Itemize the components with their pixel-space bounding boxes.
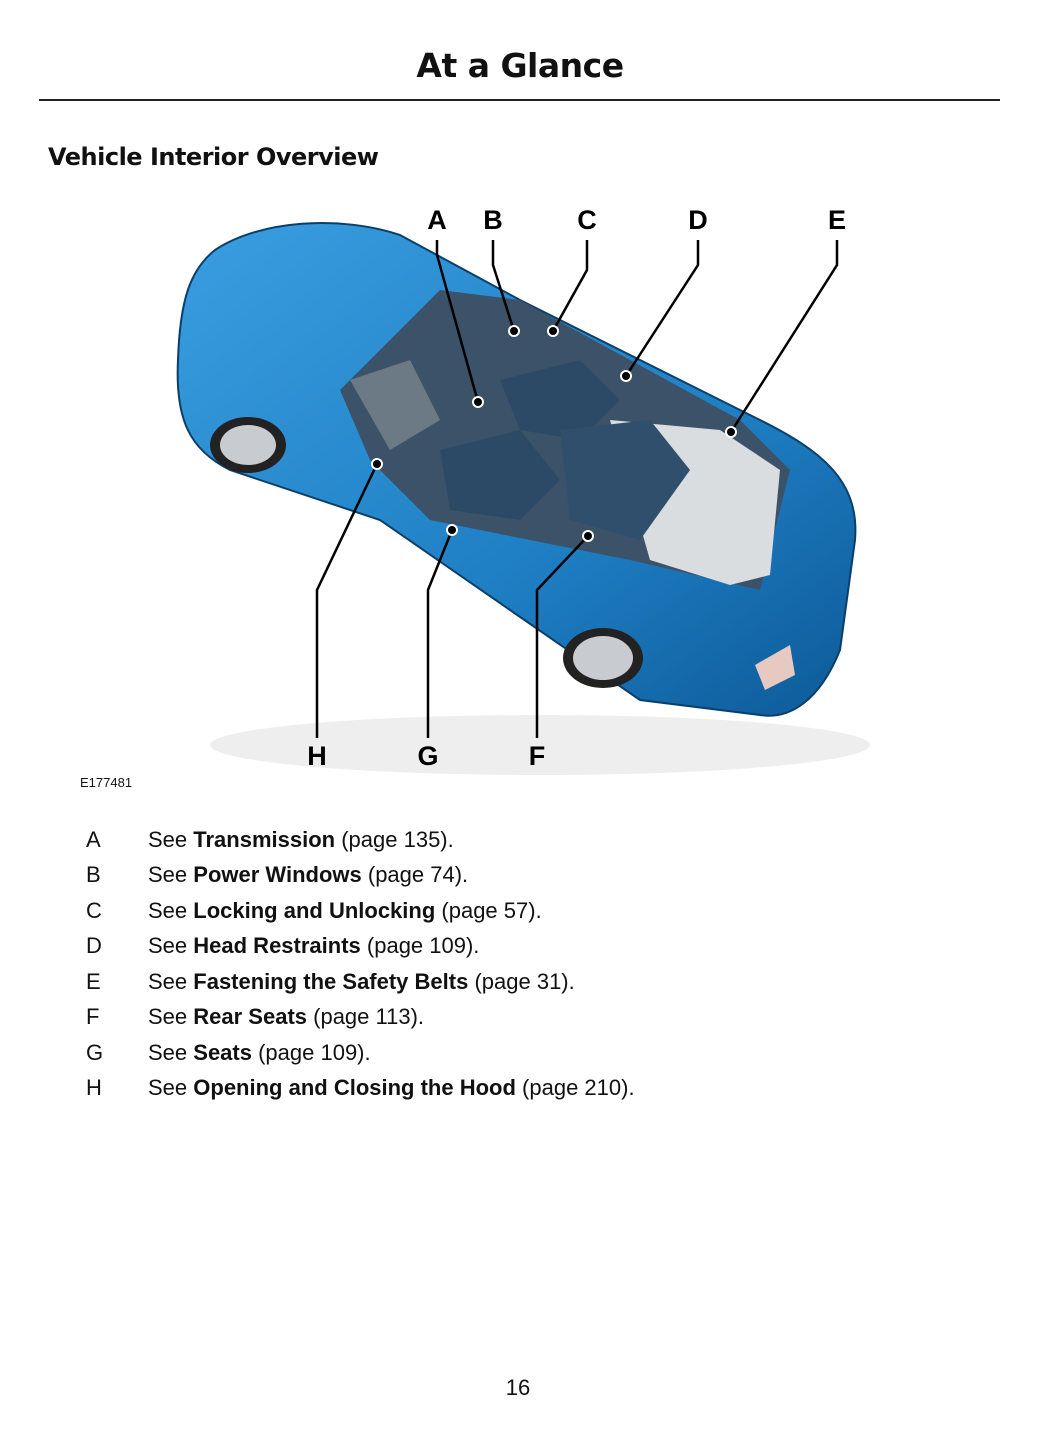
legend-prefix: See [148,897,194,923]
callout-label-a: A [427,205,447,235]
legend-item: E See Fastening the Safety Belts (page 31… [86,964,635,1000]
callout-label-h: H [307,741,327,771]
page-number: 16 [505,1375,531,1400]
legend-topic-link[interactable]: Locking and Unlocking [193,897,436,923]
legend-key: H [86,1075,102,1101]
legend-key: G [86,1039,104,1065]
legend-page-ref: (page 74). [361,862,469,888]
header-divider [39,99,1000,101]
legend-item: A See Transmission (page 135). [86,822,635,858]
legend-key: D [86,933,102,959]
legend-prefix: See [148,826,194,852]
legend-page-ref: (page 109). [360,933,480,959]
vehicle-interior-illustration: A B C D E F G H [176,205,870,775]
legend-key: C [86,897,102,923]
legend-prefix: See [148,862,194,888]
legend-item: B See Power Windows (page 74). [86,858,635,894]
callout-label-d: D [688,205,708,235]
legend-item: C See Locking and Unlocking (page 57). [86,893,635,929]
legend-prefix: See [148,968,194,994]
legend-topic-link[interactable]: Rear Seats [193,1004,308,1030]
legend-key: E [86,968,101,994]
figure-id: E177481 [80,775,133,790]
callout-label-b: B [483,205,503,235]
legend-item: D See Head Restraints (page 109). [86,929,635,965]
legend-prefix: See [148,1039,194,1065]
legend-topic-link[interactable]: Power Windows [193,862,362,888]
callout-legend: A See Transmission (page 135). B See Power … [86,822,635,1106]
legend-page-ref: (page 113). [307,1004,425,1030]
page-title: At a Glance [416,46,624,85]
legend-key: B [86,862,101,888]
legend-prefix: See [148,1075,194,1101]
callout-label-e: E [828,205,846,235]
callout-label-g: G [417,741,438,771]
legend-key: F [86,1004,100,1030]
legend-page-ref: (page 210). [515,1075,635,1101]
legend-item: H See Opening and Closing the Hood (page … [86,1071,635,1107]
legend-page-ref: (page 57). [435,897,542,923]
legend-item: G See Seats (page 109). [86,1035,635,1071]
legend-prefix: See [148,933,194,959]
legend-topic-link[interactable]: Seats [193,1039,252,1065]
callout-dots [371,325,737,542]
legend-topic-link[interactable]: Fastening the Safety Belts [193,968,469,994]
callout-label-c: C [577,205,597,235]
legend-prefix: See [148,1004,194,1030]
legend-key: A [86,826,101,852]
legend-item: F See Rear Seats (page 113). [86,1000,635,1036]
legend-page-ref: (page 109). [251,1039,371,1065]
legend-page-ref: (page 31). [468,968,575,994]
legend-topic-link[interactable]: Head Restraints [193,933,361,959]
legend-topic-link[interactable]: Transmission [193,826,336,852]
car-body [176,222,870,775]
legend-page-ref: (page 135). [335,826,454,852]
section-heading: Vehicle Interior Overview [48,143,379,171]
legend-topic-link[interactable]: Opening and Closing the Hood [193,1075,516,1101]
callout-label-f: F [529,741,546,771]
callout-lines [315,240,839,738]
